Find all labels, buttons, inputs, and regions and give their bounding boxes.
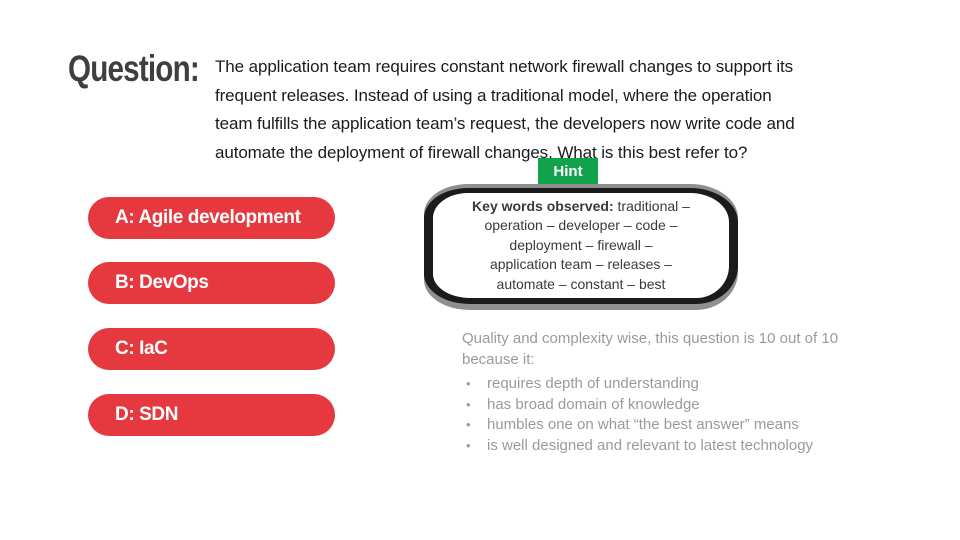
keywords-label: Key words observed:: [472, 197, 614, 214]
quality-note-item: • humbles one on what “the best answer” …: [462, 415, 898, 436]
keywords-line: automate – constant – best: [496, 275, 666, 292]
question-heading: Question:: [68, 48, 200, 89]
bullet-icon: •: [466, 437, 471, 453]
keywords-line: operation – developer – code –: [484, 217, 678, 234]
quality-note-list: • requires depth of understanding • has …: [462, 374, 898, 456]
question-text-line: frequent releases. Instead of using a tr…: [215, 85, 772, 105]
question-text-line: The application team requires constant n…: [215, 57, 794, 76]
hint-button[interactable]: Hint: [538, 158, 598, 184]
answer-button-c[interactable]: C: IaC: [88, 328, 335, 370]
bullet-icon: •: [466, 417, 471, 432]
answer-button-a[interactable]: A: Agile development: [88, 197, 335, 239]
quality-note-item: • is well designed and relevant to lates…: [462, 436, 898, 457]
quality-note: Quality and complexity wise, this questi…: [462, 328, 898, 456]
quality-note-text: is well designed and relevant to latest …: [487, 436, 814, 454]
answer-button-d[interactable]: D: SDN: [88, 394, 335, 436]
question-text-line: team fulfills the application team’s req…: [215, 114, 795, 133]
question-text: The application team requires constant n…: [215, 53, 795, 167]
keywords-line: deployment – firewall –: [509, 236, 653, 253]
quality-note-text: has broad domain of knowledge: [487, 395, 700, 413]
quality-note-item: • requires depth of understanding: [462, 374, 898, 395]
keywords-line: Key words observed: traditional –: [437, 197, 725, 217]
bullet-icon: •: [466, 396, 471, 412]
bullet-icon: •: [466, 376, 471, 391]
quality-note-text: humbles one on what “the best answer” me…: [487, 416, 799, 433]
keywords-first-rest: traditional –: [613, 197, 690, 214]
keywords-line: application team – releases –: [489, 256, 673, 273]
question-text-line: automate the deployment of firewall chan…: [215, 142, 748, 162]
quality-note-intro: Quality and complexity wise, this questi…: [462, 330, 839, 368]
quality-note-text: requires depth of understanding: [487, 375, 699, 392]
keywords-callout: Key words observed: traditional – operat…: [424, 188, 738, 304]
quality-note-item: • has broad domain of knowledge: [462, 395, 898, 416]
answer-button-b[interactable]: B: DevOps: [88, 262, 335, 304]
